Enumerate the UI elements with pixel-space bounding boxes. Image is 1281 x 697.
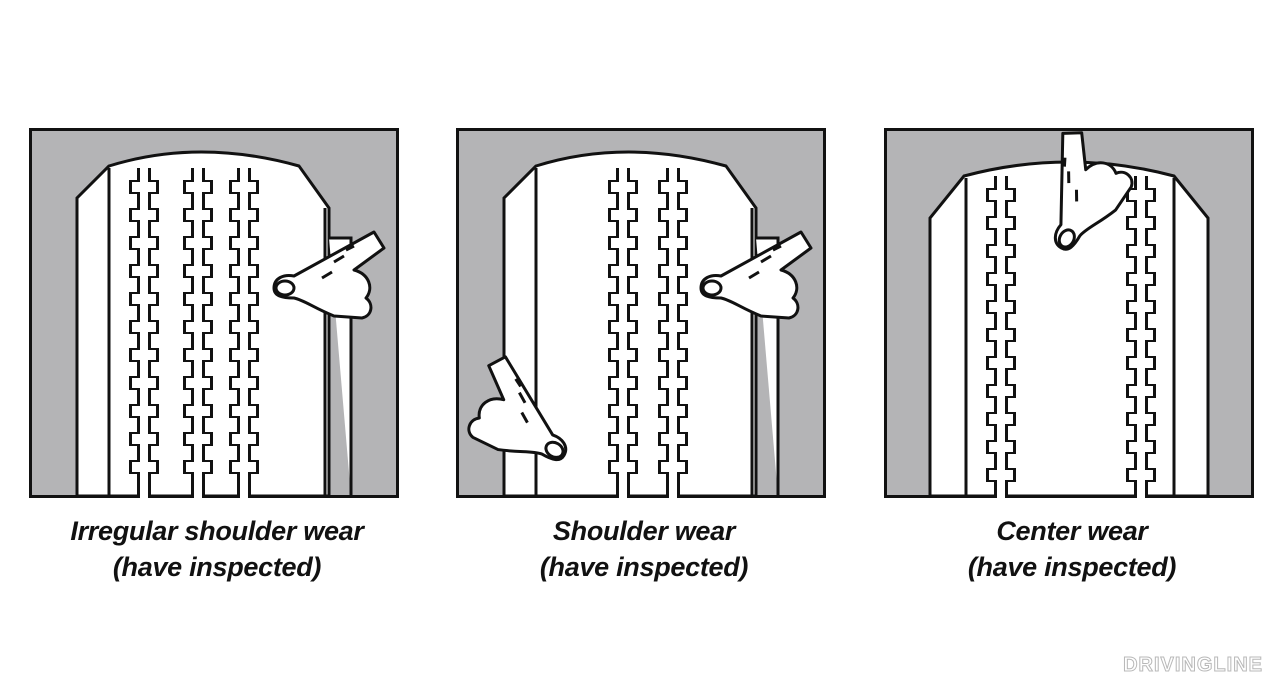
watermark-logo: DRIVINGLINE bbox=[1123, 654, 1263, 677]
caption-title: Irregular shoulder wear bbox=[70, 516, 364, 546]
tire-illustration-shoulder-wear bbox=[456, 128, 826, 498]
caption-irregular-shoulder-wear: Irregular shoulder wear (have inspected) bbox=[7, 513, 427, 585]
caption-note: (have inspected) bbox=[112, 552, 322, 582]
panel-irregular-shoulder-wear bbox=[29, 128, 399, 498]
caption-note: (have inspected) bbox=[539, 552, 749, 582]
panel-center-wear bbox=[884, 128, 1254, 498]
tire-illustration-irregular-shoulder-wear bbox=[29, 128, 399, 498]
caption-center-wear: Center wear (have inspected) bbox=[862, 513, 1281, 585]
caption-note: (have inspected) bbox=[967, 552, 1177, 582]
caption-title: Shoulder wear bbox=[552, 516, 736, 546]
panel-shoulder-wear bbox=[456, 128, 826, 498]
caption-title: Center wear bbox=[996, 516, 1148, 546]
tire-illustration-center-wear bbox=[884, 128, 1254, 498]
caption-shoulder-wear: Shoulder wear (have inspected) bbox=[434, 513, 854, 585]
